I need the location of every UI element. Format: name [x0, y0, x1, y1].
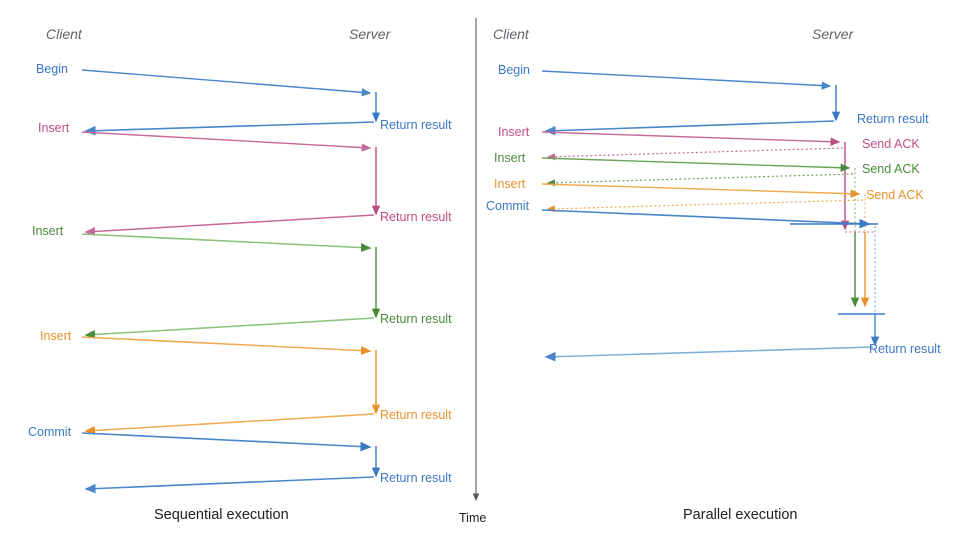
- left-label-return-1: Return result: [380, 118, 452, 132]
- msg-insert1-request: [81, 131, 372, 152]
- left-label-return-2: Return result: [380, 210, 452, 224]
- left-label-return-4: Return result: [380, 408, 452, 422]
- msg-begin-request: [81, 69, 372, 97]
- left-label-commit: Commit: [28, 425, 72, 439]
- right-label-insert-3: Insert: [494, 177, 526, 191]
- p-msg-commit-return: [544, 346, 874, 362]
- msg-commit-request: [81, 432, 372, 452]
- p-msg-insert3-request: [541, 183, 861, 198]
- right-label-ack-2: Send ACK: [862, 162, 920, 176]
- time-axis-label: Time: [459, 511, 487, 525]
- left-panel-caption: Sequential execution: [154, 507, 289, 523]
- right-lifeline-header-client: Client: [493, 26, 529, 42]
- right-label-insert-1: Insert: [498, 125, 530, 139]
- left-lifeline-header-client: Client: [46, 26, 82, 42]
- sequential-messages: [81, 69, 381, 494]
- p-msg-begin-request: [541, 70, 832, 90]
- parallel-messages: [541, 70, 885, 362]
- right-label-return-1: Return result: [857, 112, 929, 126]
- p-msg-insert1-request: [541, 131, 841, 146]
- right-label-ack-1: Send ACK: [862, 137, 920, 151]
- right-label-insert-2: Insert: [494, 151, 526, 165]
- right-label-return-2: Return result: [869, 342, 941, 356]
- left-label-return-3: Return result: [380, 312, 452, 326]
- left-label-insert-3: Insert: [40, 329, 72, 343]
- right-lifeline-header-server: Server: [812, 26, 854, 42]
- p-msg-insert2-request: [541, 157, 851, 172]
- right-label-begin: Begin: [498, 63, 530, 77]
- p-msg-commit-request: [541, 209, 871, 229]
- left-lifeline-header-server: Server: [349, 26, 391, 42]
- msg-begin-return: [84, 121, 375, 136]
- left-label-insert-2: Insert: [32, 224, 64, 238]
- msg-insert2-return: [84, 317, 375, 339]
- left-label-return-5: Return result: [380, 471, 452, 485]
- msg-insert3-return: [84, 413, 375, 435]
- msg-insert3-request: [81, 336, 372, 356]
- msg-commit-return: [84, 476, 375, 494]
- right-label-commit: Commit: [486, 199, 530, 213]
- right-panel-caption: Parallel execution: [683, 507, 798, 523]
- p-msg-ack3: [546, 199, 864, 213]
- p-msg-ack1: [546, 147, 844, 161]
- p-msg-ack2: [546, 173, 854, 187]
- right-label-ack-3: Send ACK: [866, 188, 924, 202]
- left-label-begin: Begin: [36, 62, 68, 76]
- msg-insert2-request: [81, 233, 372, 253]
- p-msg-begin-return: [544, 120, 835, 136]
- msg-insert1-return: [84, 214, 375, 236]
- left-label-insert-1: Insert: [38, 121, 70, 135]
